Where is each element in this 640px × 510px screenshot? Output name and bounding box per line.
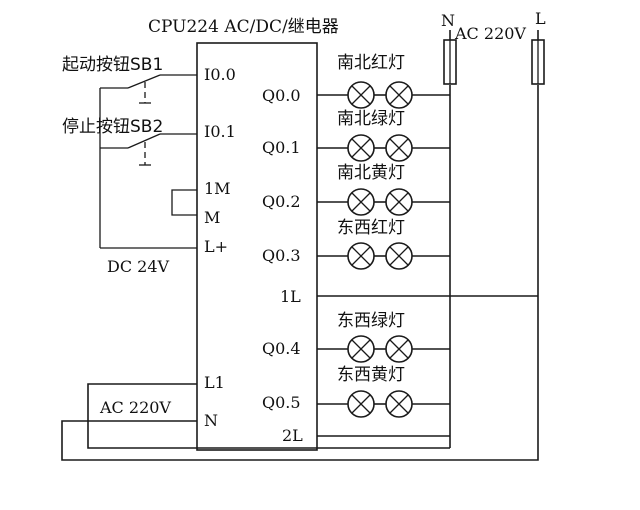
- terminal-2l: 2L: [282, 426, 303, 445]
- terminal-q0-3: Q0.3: [262, 246, 301, 265]
- stop-button-label: 停止按钮SB2: [62, 117, 163, 137]
- terminal-1m: 1M: [204, 179, 231, 198]
- lamp-label-ns-yellow: 南北黄灯: [337, 163, 405, 183]
- lamp-row-ns-yellow: [317, 188, 450, 216]
- terminal-i0-0: I0.0: [204, 65, 236, 84]
- mains-l-label: L: [535, 9, 546, 28]
- dc-24v-label: DC 24V: [107, 257, 170, 276]
- lamp-row-ns-green: [317, 134, 450, 162]
- plc-body: [196, 42, 318, 451]
- terminal-i0-1: I0.1: [204, 122, 236, 141]
- terminal-q0-0: Q0.0: [262, 86, 301, 105]
- terminal-l1: L1: [204, 373, 225, 392]
- ac-220v-input-label: AC 220V: [99, 398, 171, 417]
- start-button-label: 起动按钮SB1: [62, 55, 163, 75]
- mains-n-label: N: [441, 11, 455, 30]
- mains-fuses: [443, 30, 545, 85]
- terminal-l-plus: L+: [204, 237, 228, 256]
- lamp-label-ew-yellow: 东西黄灯: [337, 365, 405, 385]
- terminal-q0-5: Q0.5: [262, 393, 301, 412]
- terminal-1l: 1L: [280, 287, 301, 306]
- terminal-q0-4: Q0.4: [262, 339, 301, 358]
- mains-voltage-label: AC 220V: [454, 24, 526, 43]
- lamp-row-ew-yellow: [317, 390, 450, 418]
- terminal-q0-2: Q0.2: [262, 192, 301, 211]
- lamp-label-ew-red: 东西红灯: [337, 218, 405, 238]
- plc-power-wiring: [61, 85, 539, 461]
- lamp-label-ew-green: 东西绿灯: [337, 311, 405, 331]
- lamp-row-ew-red: [317, 242, 450, 270]
- terminal-n: N: [204, 411, 218, 430]
- lamp-row-ns-red: [317, 81, 450, 109]
- diagram-title: CPU224 AC/DC/继电器: [148, 17, 339, 37]
- terminal-m: M: [204, 208, 220, 227]
- lamp-label-ns-red: 南北红灯: [337, 53, 405, 73]
- lamp-row-ew-green: [317, 335, 450, 363]
- output-common-wiring: [317, 295, 538, 437]
- terminal-q0-1: Q0.1: [262, 138, 301, 157]
- input-wiring: [99, 74, 197, 249]
- lamp-label-ns-green: 南北绿灯: [337, 109, 405, 129]
